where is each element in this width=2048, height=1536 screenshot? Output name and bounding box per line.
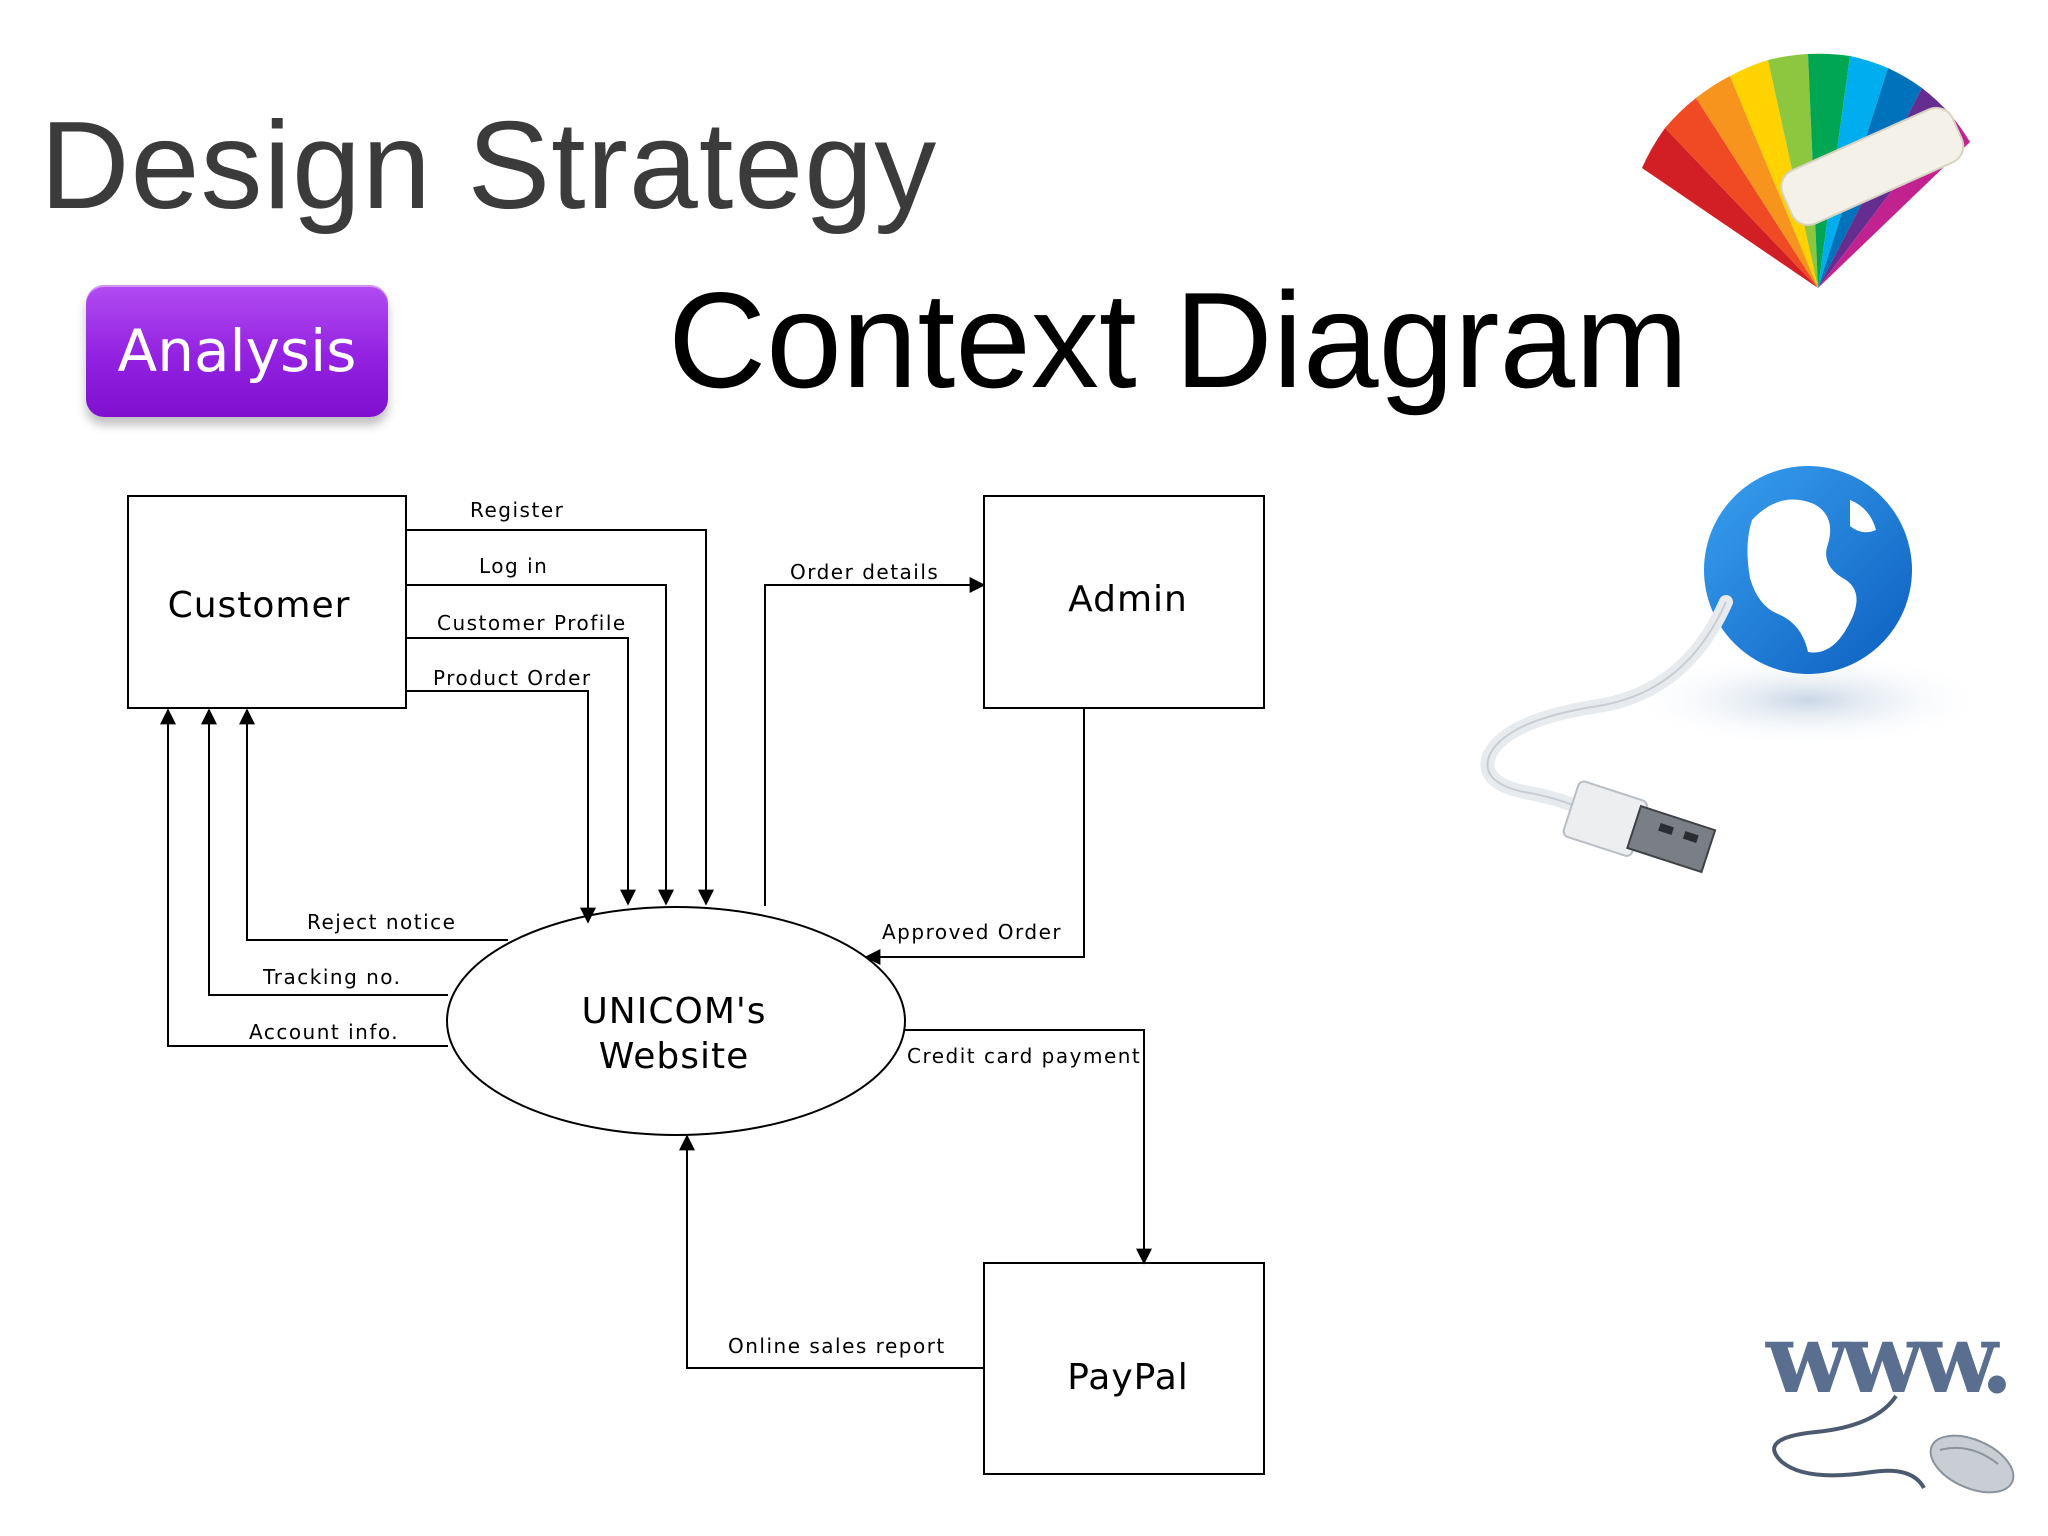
paypal-label: PayPal bbox=[1067, 1357, 1189, 1398]
flow-reject-notice bbox=[239, 708, 508, 941]
label-tracking-no: Tracking no. bbox=[262, 965, 402, 989]
process-label-line2: Website bbox=[599, 1036, 750, 1077]
customer-label: Customer bbox=[168, 585, 351, 626]
flow-approved-order bbox=[864, 708, 1085, 965]
admin-entity: Admin bbox=[983, 495, 1265, 709]
globe-usb-icon bbox=[1480, 466, 1990, 874]
admin-label: Admin bbox=[1068, 579, 1188, 620]
diagram-title: Context Diagram bbox=[668, 264, 1689, 416]
flow-register bbox=[406, 529, 714, 906]
label-credit-card-payment: Credit card payment bbox=[907, 1044, 1141, 1068]
label-login: Log in bbox=[479, 554, 548, 578]
website-process: UNICOM's Website bbox=[446, 906, 906, 1136]
flow-customer-profile bbox=[406, 637, 636, 906]
analysis-badge[interactable]: Analysis bbox=[86, 285, 388, 417]
label-account-info: Account info. bbox=[249, 1020, 399, 1044]
flow-credit-card-payment bbox=[905, 1029, 1152, 1265]
label-online-sales-report: Online sales report bbox=[728, 1334, 946, 1358]
label-customer-profile: Customer Profile bbox=[437, 611, 627, 635]
flow-login bbox=[406, 584, 674, 906]
process-label-line1: UNICOM's bbox=[581, 991, 766, 1032]
flow-account-info bbox=[160, 708, 448, 1047]
flow-order-details bbox=[764, 577, 986, 906]
color-fan-icon bbox=[1642, 53, 1970, 288]
flow-tracking-no bbox=[201, 708, 448, 996]
paypal-entity: PayPal bbox=[983, 1262, 1265, 1475]
label-register: Register bbox=[470, 498, 564, 522]
customer-entity: Customer bbox=[127, 495, 407, 709]
label-approved-order: Approved Order bbox=[882, 920, 1062, 944]
www-logo-text: www. bbox=[1765, 1302, 2006, 1415]
label-reject-notice: Reject notice bbox=[307, 910, 456, 934]
label-order-details: Order details bbox=[790, 560, 939, 584]
flow-product-order bbox=[406, 690, 596, 924]
www-mouse-icon: www. bbox=[1765, 1302, 2015, 1494]
label-product-order: Product Order bbox=[433, 666, 592, 690]
flow-online-sales-report bbox=[679, 1134, 984, 1369]
slide-title: Design Strategy bbox=[40, 97, 938, 235]
